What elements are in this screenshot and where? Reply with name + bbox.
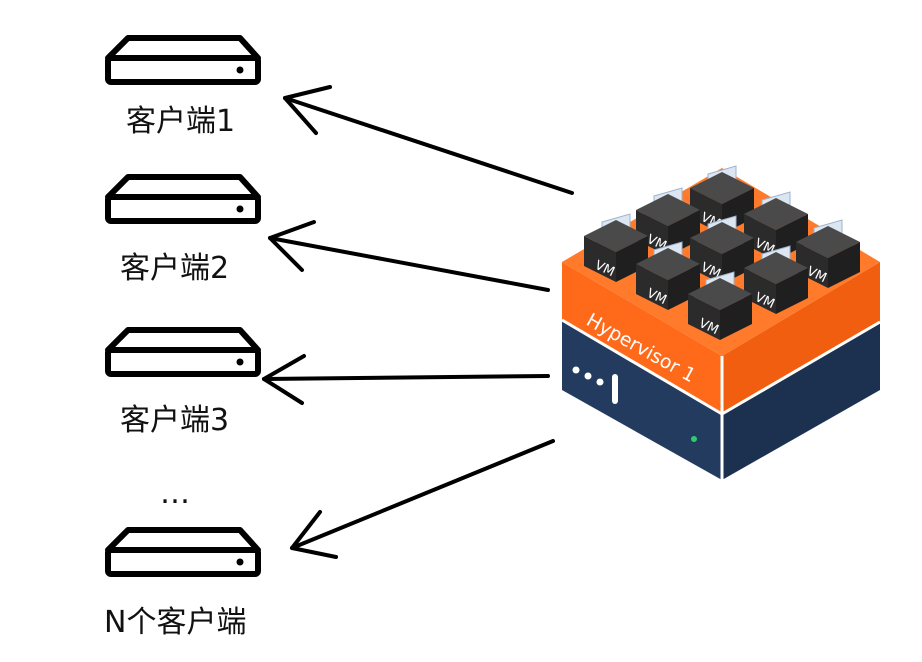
vm-cube-1: VM [690, 165, 754, 234]
hypervisor-box: Hypervisor 1 [561, 168, 881, 480]
client-label-1: 客户端1 [126, 104, 236, 139]
hypervisor-front-right [722, 262, 880, 414]
client-label-3: 客户端3 [120, 403, 230, 438]
vm-cube-6: VM [796, 219, 860, 288]
status-dot-2 [584, 372, 592, 380]
hypervisor-base-right [722, 322, 880, 480]
client-label-2: 客户端2 [120, 251, 230, 286]
vm-cube-8: VM [744, 245, 808, 314]
vm-cube-2: VM [636, 187, 700, 256]
power-slot [612, 374, 618, 404]
arrow-to-client-n [290, 439, 555, 559]
client-server-n [105, 527, 261, 577]
status-dot-1 [572, 366, 580, 374]
vm-cube-7: VM [636, 241, 700, 310]
client-server-1 [105, 35, 261, 85]
hypervisor-front-left [562, 262, 722, 414]
hypervisor-base-left [562, 320, 722, 480]
led-indicator [691, 436, 697, 442]
client-server-3 [105, 327, 261, 377]
client-label-n: N个客户端 [104, 605, 247, 640]
status-dot-3 [596, 378, 604, 386]
vm-cube-9: VM [688, 271, 752, 340]
arrow-to-client-2 [268, 220, 550, 292]
ellipsis-label: … [160, 476, 191, 511]
client-server-2 [105, 174, 261, 224]
arrow-to-client-1 [283, 85, 574, 195]
arrow-to-client-3 [262, 354, 550, 405]
